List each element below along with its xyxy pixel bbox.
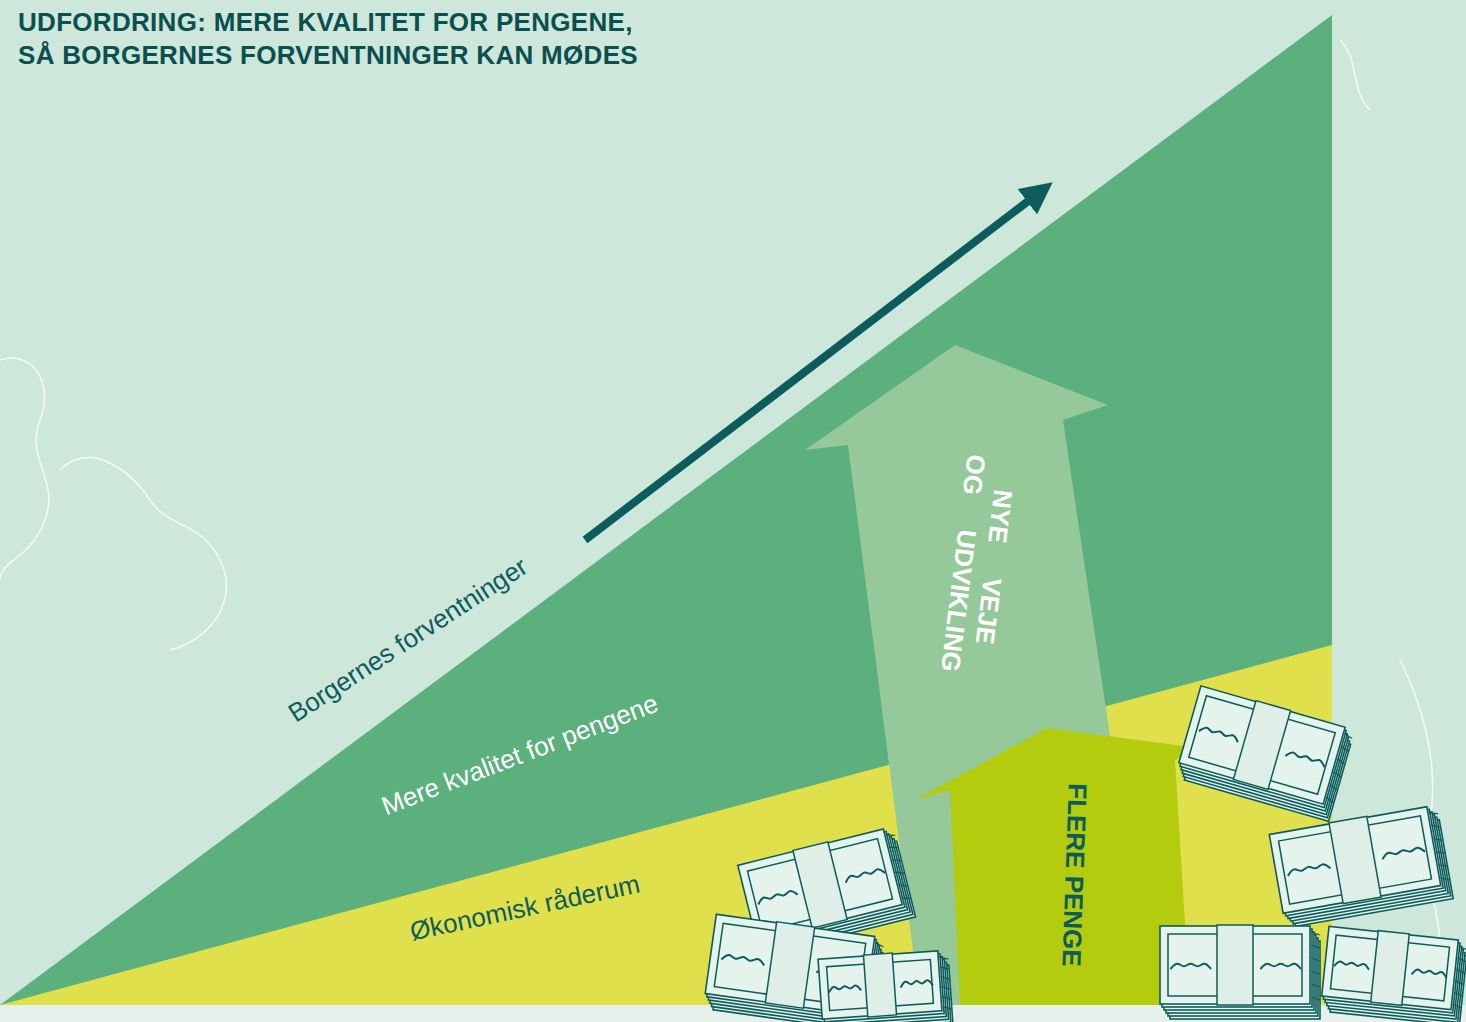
economy-band-fill	[0, 645, 1332, 1005]
money-stack	[1320, 925, 1466, 1022]
title: UDFORDRING: MERE KVALITET FOR PENGENE, S…	[18, 6, 638, 71]
quality-triangle-fill	[0, 15, 1332, 1005]
money-arrow-fill	[915, 728, 1198, 1005]
money-stack	[1175, 685, 1355, 821]
money-stack	[1269, 804, 1453, 928]
money-stack	[818, 949, 953, 1022]
node-text: FLERE PENGE	[1055, 783, 1093, 967]
money-stack	[1160, 925, 1320, 1019]
money-arrow: FLERE PENGE	[915, 728, 1198, 1005]
